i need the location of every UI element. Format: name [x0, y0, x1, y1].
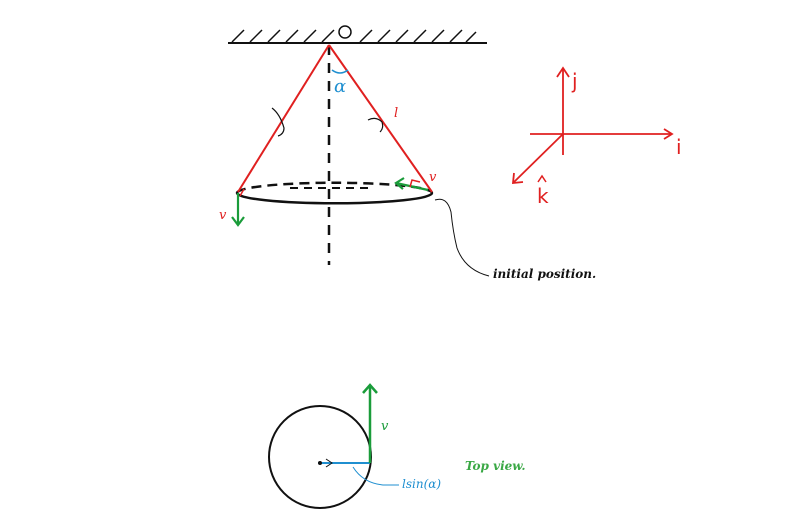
string-tick-left	[271, 107, 285, 137]
axis-k-hat	[537, 174, 547, 183]
center-point	[318, 461, 322, 465]
angle-arc	[331, 69, 349, 74]
radius-pointer	[352, 466, 399, 486]
velocity-arrow-right	[394, 177, 429, 192]
angle-label: α	[334, 76, 346, 97]
velocity-label-top: v	[381, 419, 389, 434]
string-right	[328, 44, 433, 193]
radius-label: lsin(α)	[402, 477, 441, 491]
initial-position-pointer	[434, 198, 490, 277]
axis-label-i: i	[676, 135, 682, 159]
velocity-arrow-top	[362, 383, 378, 463]
top-view-circle	[268, 405, 372, 509]
initial-position-label: initial position.	[493, 267, 596, 281]
axis-label-j: j	[571, 69, 578, 93]
velocity-label-left: v	[219, 208, 227, 223]
axis-label-k: k	[537, 184, 549, 208]
velocity-arrow-left	[231, 193, 245, 227]
coordinate-axes	[511, 66, 674, 185]
string-left	[237, 44, 330, 193]
radius-tick	[325, 458, 333, 468]
top-view-label: Top view.	[465, 459, 526, 473]
pivot-point	[338, 25, 352, 39]
left-angle-mark	[239, 188, 245, 197]
ceiling	[228, 29, 487, 44]
string-tick-right	[367, 117, 384, 133]
orbit-ellipse	[235, 181, 434, 205]
string-length-label: l	[394, 106, 398, 121]
velocity-label-right: v	[429, 170, 437, 185]
right-angle-mark	[409, 179, 421, 188]
